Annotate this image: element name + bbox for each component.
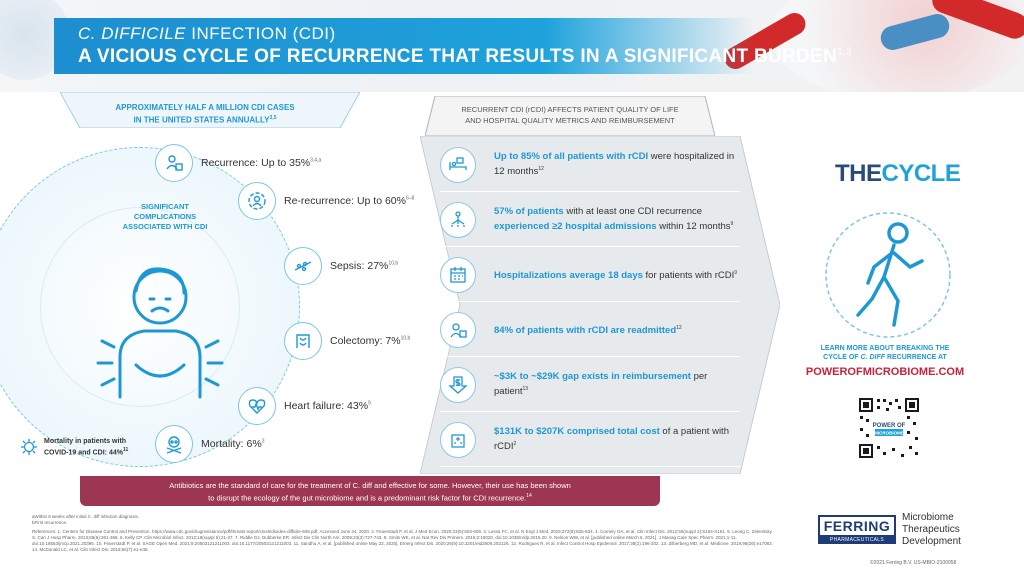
stat-admissions: 57% of patients with at least one CDI re… <box>440 193 740 247</box>
complication-label: Re-recurrence: Up to 60%6–8 <box>284 195 415 207</box>
walking-person-icon <box>825 212 951 338</box>
antibiotics-banner: Antibiotics are the standard of care for… <box>80 476 660 506</box>
the-cycle-logo: THECYCLE <box>835 160 961 187</box>
stat-hospitalized: Up to 85% of all patients with rCDI were… <box>440 138 740 192</box>
header-banner: C. DIFFICILE INFECTION (CDI) A VICIOUS C… <box>0 0 1024 92</box>
stat-reimbursement-gap: ~$3K to ~$29K gap exists in reimbursemen… <box>440 358 740 412</box>
recurrence-icon <box>155 144 193 182</box>
inner-ring <box>40 207 240 407</box>
complication-recurrence: Recurrence: Up to 35%3,4,a <box>155 144 321 182</box>
covid-mortality: Mortality in patients with COVID-19 and … <box>20 437 128 457</box>
ferring-logo: FERRING PHARMACEUTICALS <box>818 515 896 544</box>
microbiome-therapeutics-label: Microbiome Therapeutics Development <box>902 512 961 547</box>
complication-heart-failure: Heart failure: 43%9 <box>238 387 371 425</box>
left-title-frame <box>60 92 360 128</box>
complication-label: Colectomy: 7%10,b <box>330 335 411 347</box>
stat-text: 57% of patients with at least one CDI re… <box>494 205 734 233</box>
stat-text: 84% of patients with rCDI are readmitted… <box>494 324 682 337</box>
left-panel-title: APPROXIMATELY HALF A MILLION CDI CASES I… <box>115 103 295 125</box>
complication-label: Mortality: 6%3 <box>201 438 265 450</box>
footnote-a: aWithin 8 weeks after initial C. diff in… <box>32 514 139 519</box>
stat-hospitalization-days: Hospitalizations average 18 days for pat… <box>440 248 740 302</box>
references: References: 1. Centers for Disease Contr… <box>32 528 773 553</box>
sepsis-icon <box>284 247 322 285</box>
svg-text:POWER OF: POWER OF <box>873 423 906 429</box>
right-panel-title: RECURRENT CDI (rCDI) AFFECTS PATIENT QUA… <box>461 105 679 125</box>
footnote-b: bFirst recurrence. <box>32 520 68 526</box>
stat-text: Hospitalizations average 18 days for pat… <box>494 269 738 282</box>
page-title: A VICIOUS CYCLE OF RECURRENCE THAT RESUL… <box>78 46 852 67</box>
complication-sepsis: Sepsis: 27%10,b <box>284 247 398 285</box>
covid-mortality-text: Mortality in patients with COVID-19 and … <box>44 438 129 457</box>
dollar-down-icon <box>440 366 476 403</box>
complication-mortality: Mortality: 6%3 <box>155 425 264 463</box>
complication-colectomy: Colectomy: 7%10,b <box>284 322 410 360</box>
readmission-icon <box>440 311 476 348</box>
learn-more-text: LEARN MORE ABOUT BREAKING THE CYCLE OF C… <box>820 345 950 361</box>
calendar-icon <box>440 256 476 293</box>
stats-chevron <box>420 136 780 474</box>
stat-readmitted: 84% of patients with rCDI are readmitted… <box>440 303 740 357</box>
patient-pain-icon <box>96 267 224 399</box>
website-link[interactable]: POWEROFMICROBIOME.COM <box>805 366 965 378</box>
center-label: SIGNIFICANT COMPLICATIONS ASSOCIATED WIT… <box>122 202 208 231</box>
hospital-bed-icon <box>440 146 476 183</box>
colectomy-icon <box>284 322 322 360</box>
footnotes: aWithin 8 weeks after initial C. diff in… <box>32 514 777 554</box>
stat-text: ~$3K to ~$29K gap exists in reimbursemen… <box>494 370 708 398</box>
header-subtitle: C. DIFFICILE INFECTION (CDI) <box>78 24 336 43</box>
virus-icon <box>21 439 37 456</box>
complication-label: Recurrence: Up to 35%3,4,a <box>201 157 322 169</box>
stat-total-cost: $131K to $207K comprised total cost of a… <box>440 413 740 467</box>
complications-panel: APPROXIMATELY HALF A MILLION CDI CASES I… <box>0 92 420 487</box>
hospital-building-icon <box>440 421 476 458</box>
heart-failure-icon <box>238 387 276 425</box>
complication-label: Sepsis: 27%10,b <box>330 260 399 272</box>
complication-label: Heart failure: 43%9 <box>284 400 371 412</box>
title-band <box>54 18 754 74</box>
stat-text: Up to 85% of all patients with rCDI were… <box>494 150 735 178</box>
re-recurrence-icon <box>238 182 276 220</box>
right-title-frame <box>425 96 715 136</box>
copyright: ©2021 Ferring B.V. US-MBIO-2100058 <box>870 560 957 566</box>
complication-re-recurrence: Re-recurrence: Up to 60%6–8 <box>238 182 414 220</box>
qr-code[interactable]: POWER OF MICROBIOME <box>857 396 921 460</box>
mortality-icon <box>155 425 193 463</box>
network-icon <box>440 201 476 238</box>
stat-text: $131K to $207K comprised total cost of a… <box>494 425 729 453</box>
svg-text:MICROBIOME: MICROBIOME <box>874 431 904 436</box>
